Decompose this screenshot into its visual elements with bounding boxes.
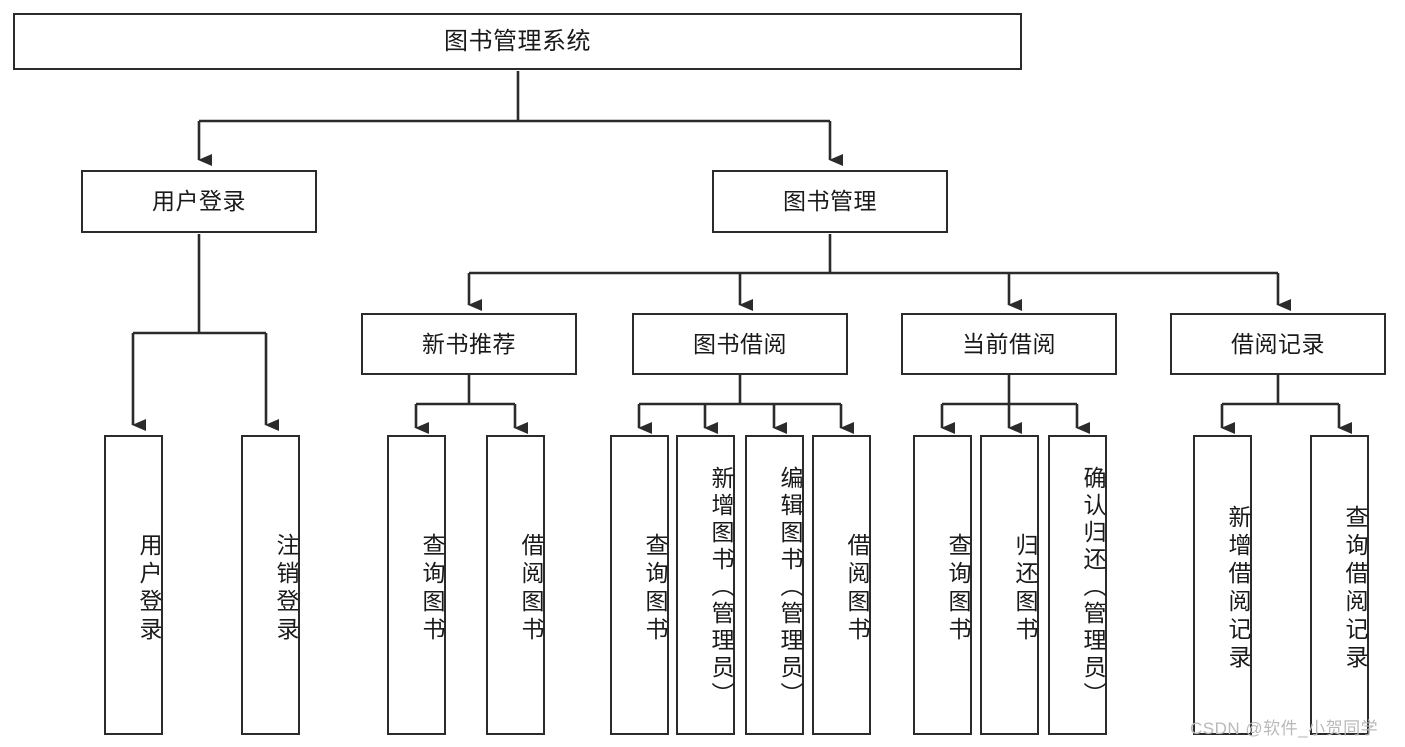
- leaf-query-borrow-record[interactable]: 查询借阅记录: [1310, 435, 1369, 735]
- leaf-return-book[interactable]: 归还图书: [980, 435, 1039, 735]
- leaf-logout[interactable]: 注销登录: [241, 435, 300, 735]
- node-root-system[interactable]: 图书管理系统: [13, 13, 1022, 70]
- leaf-add-book-admin[interactable]: 新增图书（管理员）: [676, 435, 735, 735]
- node-new-book-recommend[interactable]: 新书推荐: [361, 313, 577, 375]
- node-user-login[interactable]: 用户登录: [81, 170, 317, 233]
- node-book-management[interactable]: 图书管理: [712, 170, 948, 233]
- node-book-borrow[interactable]: 图书借阅: [632, 313, 848, 375]
- leaf-edit-book-admin[interactable]: 编辑图书（管理员）: [745, 435, 804, 735]
- leaf-query-book-borrow[interactable]: 查询图书: [610, 435, 669, 735]
- leaf-borrow-book[interactable]: 借阅图书: [812, 435, 871, 735]
- leaf-confirm-return-admin[interactable]: 确认归还（管理员）: [1048, 435, 1107, 735]
- leaf-query-book-recommend[interactable]: 查询图书: [387, 435, 446, 735]
- node-current-borrow[interactable]: 当前借阅: [901, 313, 1117, 375]
- leaf-query-book-current[interactable]: 查询图书: [913, 435, 972, 735]
- leaf-add-borrow-record[interactable]: 新增借阅记录: [1193, 435, 1252, 735]
- leaf-borrow-book-recommend[interactable]: 借阅图书: [486, 435, 545, 735]
- leaf-user-login[interactable]: 用户登录: [104, 435, 163, 735]
- node-borrow-record[interactable]: 借阅记录: [1170, 313, 1386, 375]
- csdn-watermark: CSDN @软件_小贺同学: [1190, 719, 1379, 738]
